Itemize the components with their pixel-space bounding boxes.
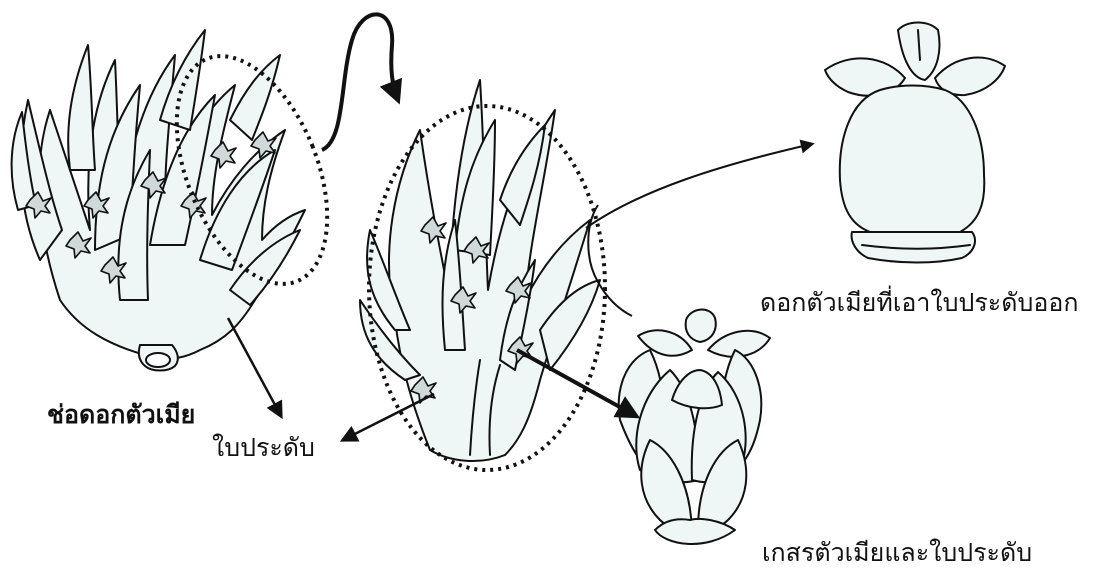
bract-label: ใบประดับ xyxy=(212,435,315,460)
inflorescence-label: ช่อดอกตัวเมีย xyxy=(47,402,195,427)
enlarged-portion-drawing xyxy=(360,80,600,461)
arrow-left-to-bract xyxy=(228,318,281,416)
zoom-arrow xyxy=(322,14,398,150)
female-flower-label: ดอกตัวเมียที่เอาใบประดับออก xyxy=(760,290,1078,315)
pistil-bract-label: เกสรตัวเมียและใบประดับ xyxy=(762,540,1032,565)
inflorescence-drawing xyxy=(12,30,305,371)
arrow-middle-to-female-flower xyxy=(586,144,812,228)
pistil-bract-drawing xyxy=(619,310,770,544)
female-flower-drawing xyxy=(825,23,1005,263)
